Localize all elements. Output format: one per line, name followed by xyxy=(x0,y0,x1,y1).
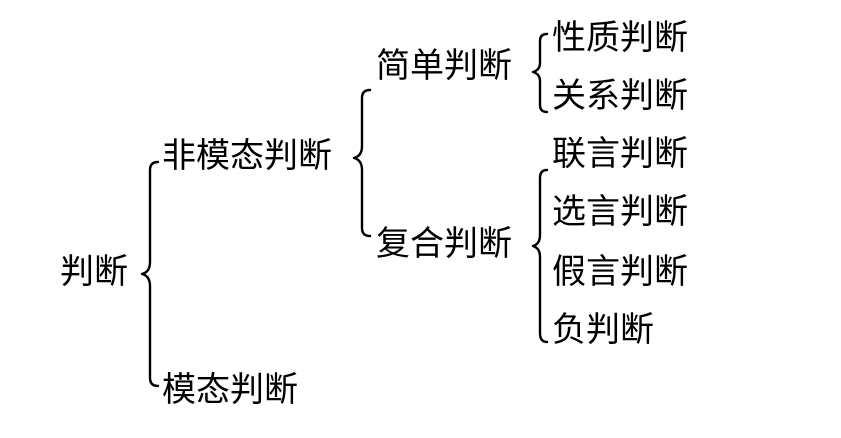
node-simple: 简单判断 xyxy=(376,46,512,86)
node-root: 判断 xyxy=(60,252,128,292)
node-simple-child: 性质判断 xyxy=(552,18,688,58)
node-compound-child: 负判断 xyxy=(552,310,654,350)
brace-compound xyxy=(531,168,549,344)
brace-root xyxy=(140,160,160,388)
node-non-modal: 非模态判断 xyxy=(162,136,332,176)
node-compound: 复合判断 xyxy=(376,224,512,264)
node-compound-child: 联言判断 xyxy=(552,134,688,174)
node-compound-child: 假言判断 xyxy=(552,252,688,292)
node-modal: 模态判断 xyxy=(162,370,298,410)
brace-simple xyxy=(531,32,549,114)
brace-non-modal xyxy=(352,88,372,238)
node-compound-child: 选言判断 xyxy=(552,192,688,232)
node-simple-child: 关系判断 xyxy=(552,76,688,116)
